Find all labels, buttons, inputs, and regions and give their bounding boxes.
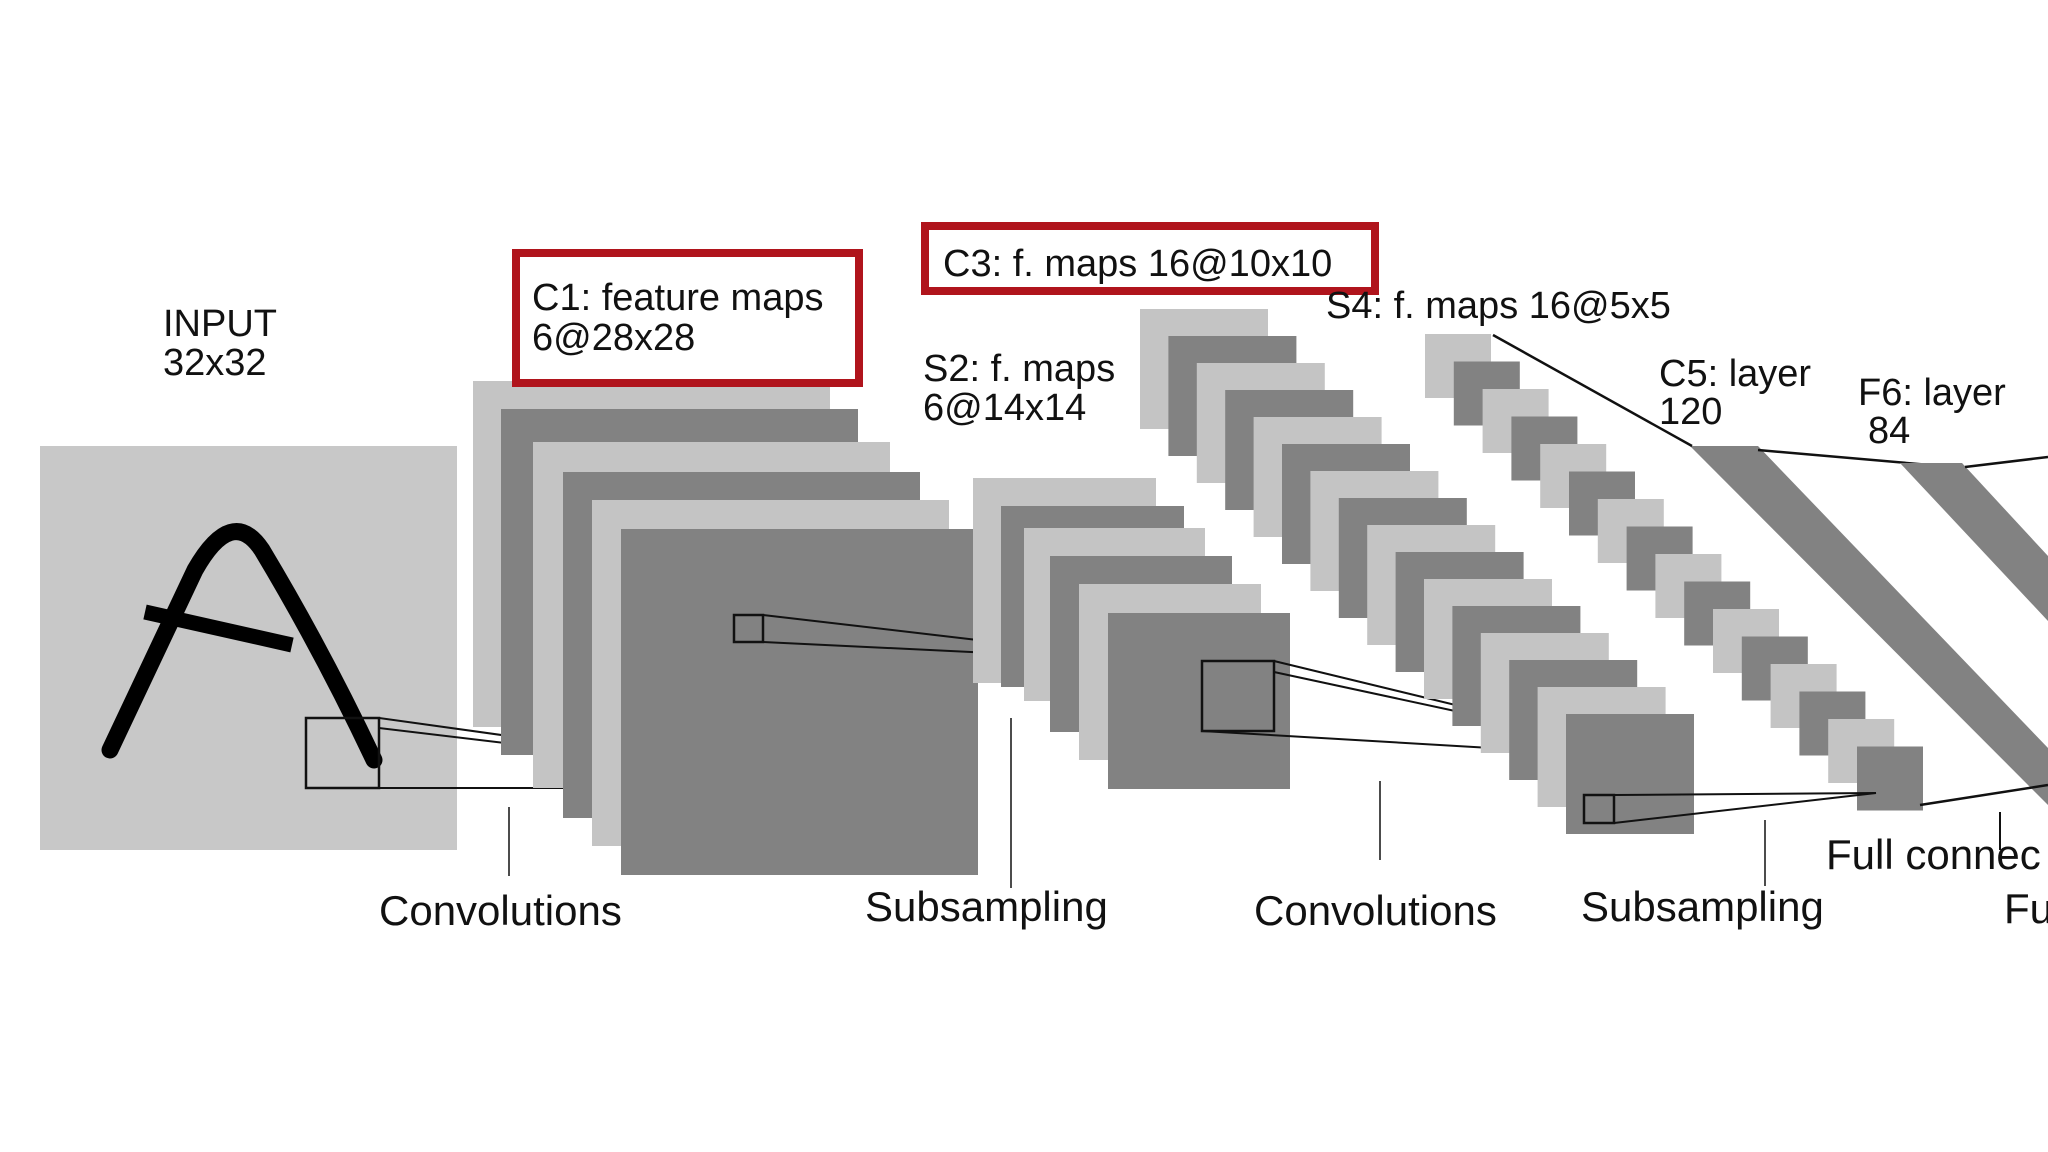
c1-layer: C1: feature maps 6@28x28 xyxy=(473,249,1159,875)
f6-size: 84 xyxy=(1868,410,1910,452)
c1-size: 6@28x28 xyxy=(532,317,695,359)
full-label-fragment: Fu xyxy=(2004,885,2048,932)
input-size: 32x32 xyxy=(163,342,267,384)
s2-feature-map xyxy=(1108,613,1290,789)
subsampling-label-2: Subsampling xyxy=(1581,883,1824,930)
input-image xyxy=(40,446,457,850)
c3-layer xyxy=(1140,309,1694,834)
s4-receptive-field xyxy=(1582,793,1616,825)
input-layer: INPUT 32x32 xyxy=(40,303,884,850)
full-connection-label: Full connec xyxy=(1826,831,2041,878)
s2-layer: S2: f. maps 6@14x14 xyxy=(923,348,1679,789)
s4-title: S4: f. maps 16@5x5 xyxy=(1326,285,1671,327)
s4-layer xyxy=(1425,334,1923,811)
f6-title: F6: layer xyxy=(1858,372,2006,414)
input-title: INPUT xyxy=(163,303,277,345)
c5-layer: C5: layer 120 xyxy=(1492,333,2048,805)
s4-receptive-field-edge xyxy=(1613,792,1877,824)
c5-layer-bar xyxy=(1690,446,2048,805)
convolutions-label-1: Convolutions xyxy=(379,887,622,934)
handwritten-a-glyph xyxy=(101,523,383,769)
c5-size: 120 xyxy=(1659,391,1722,433)
f6-connector xyxy=(1919,783,2048,807)
subsampling-label-1: Subsampling xyxy=(865,883,1108,930)
c5-title: C5: layer xyxy=(1659,353,1811,395)
c1-receptive-field xyxy=(732,613,765,644)
s2-receptive-field xyxy=(1200,659,1276,733)
c3-highlight-box xyxy=(921,222,1379,295)
c3-feature-map xyxy=(1566,714,1694,834)
f6-connector xyxy=(1964,455,2048,469)
c1-title: C1: feature maps xyxy=(532,277,823,319)
c1-highlight-box xyxy=(512,249,863,387)
f6-layer: F6: layer 84 xyxy=(1858,372,2048,850)
c5-connector xyxy=(1492,333,1693,448)
c5-connector xyxy=(1757,448,1931,467)
s4-receptive-field-edge xyxy=(1613,792,1877,796)
s4-feature-map xyxy=(1857,746,1923,811)
s2-title: S2: f. maps xyxy=(923,348,1115,390)
c3-title: C3: f. maps 16@10x10 xyxy=(943,243,1332,285)
f6-layer-bar xyxy=(1900,463,2048,621)
convolutions-label-2: Convolutions xyxy=(1254,887,1497,934)
c1-feature-map xyxy=(621,529,978,875)
handwritten-a-crossbar xyxy=(143,604,294,653)
s2-size: 6@14x14 xyxy=(923,387,1086,429)
